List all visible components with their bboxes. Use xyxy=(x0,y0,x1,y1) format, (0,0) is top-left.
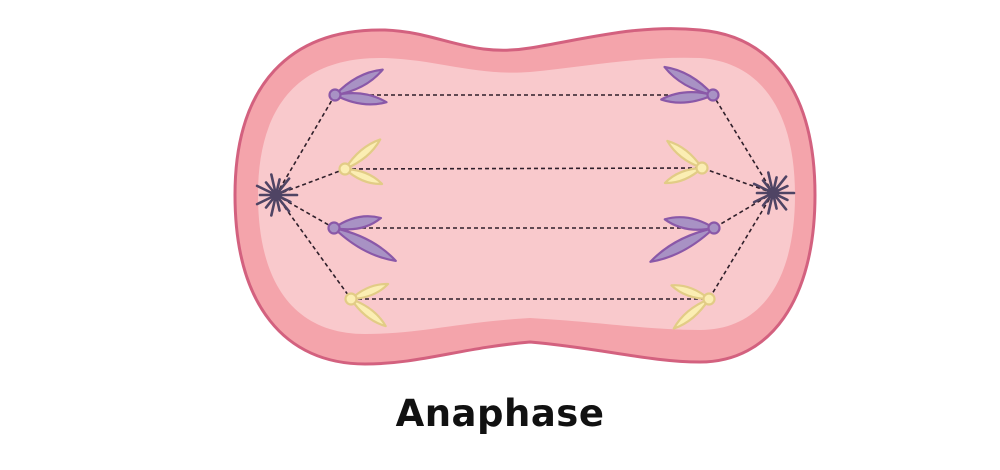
chromatid-icon xyxy=(327,215,397,262)
chromatid-arm xyxy=(349,297,387,328)
spindle-fiber xyxy=(275,94,336,196)
centromere xyxy=(707,221,721,235)
spindle-poles xyxy=(255,171,796,217)
centromere xyxy=(328,88,342,102)
stage-caption: Anaphase xyxy=(395,392,605,435)
centromere xyxy=(695,161,709,175)
chromatid-arm xyxy=(333,68,384,97)
chromatid-arm xyxy=(332,226,397,262)
chromatid-arm xyxy=(343,167,384,186)
centromere xyxy=(344,292,358,306)
chromatid-icon xyxy=(344,282,390,328)
centrosome-star-icon xyxy=(752,171,796,215)
spindle-fiber xyxy=(701,167,774,194)
chromatid-icon xyxy=(660,65,720,104)
cytoplasm xyxy=(258,57,795,334)
centromere xyxy=(327,221,341,235)
chromatid-arm xyxy=(663,166,704,185)
centromere xyxy=(706,88,720,102)
spindle-fiber xyxy=(344,167,703,170)
chromatid-arm xyxy=(670,284,711,301)
chromatid-icon xyxy=(663,139,709,185)
chromosomes xyxy=(327,65,721,330)
spindle-fiber xyxy=(712,94,774,194)
centrosome-star-icon xyxy=(255,173,299,217)
chromatid-arm xyxy=(333,92,388,106)
chromatid-arm xyxy=(663,65,715,97)
chromatid-icon xyxy=(649,216,721,263)
chromatid-icon xyxy=(670,284,716,330)
spindle-fiber xyxy=(713,192,774,229)
chromatid-icon xyxy=(338,138,384,186)
chromatid-arm xyxy=(672,297,711,330)
chromatid-icon xyxy=(328,68,388,106)
centromere xyxy=(702,292,716,306)
chromatid-arm xyxy=(332,215,383,231)
spindle-fiber xyxy=(275,168,346,196)
chromatid-arm xyxy=(649,226,716,263)
chromatid-arm xyxy=(343,138,382,171)
chromatid-arm xyxy=(666,139,704,170)
chromatid-arm xyxy=(660,91,715,104)
chromatid-arm xyxy=(663,216,716,231)
cell xyxy=(233,27,817,366)
chromatid-arm xyxy=(349,282,390,301)
centromere xyxy=(338,162,352,176)
